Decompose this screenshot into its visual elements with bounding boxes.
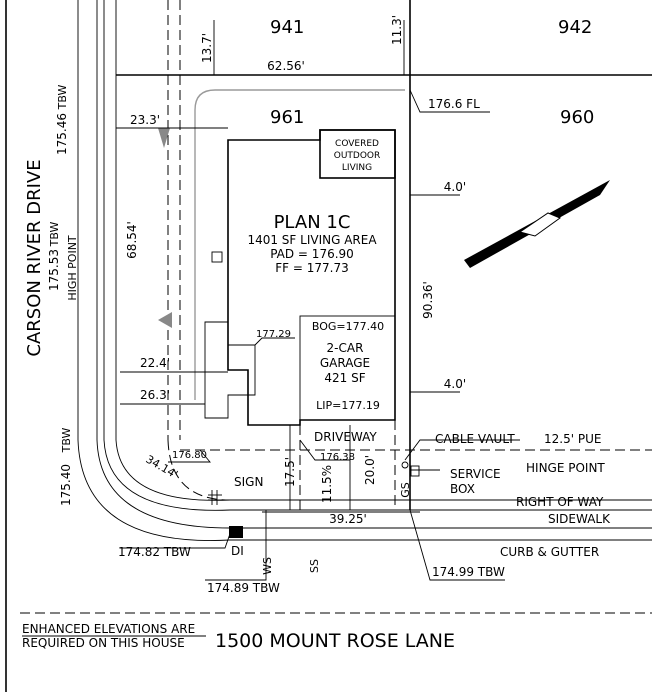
tbw-17553: 175.53: [47, 249, 61, 291]
dim-68-54: 68.54': [125, 221, 139, 259]
dim-26-3: 26.3': [140, 388, 170, 402]
dim-4-0-top: 4.0': [444, 180, 466, 194]
pue-label: 12.5' PUE: [544, 432, 601, 446]
equipment-pad: [211, 251, 223, 263]
service-box-symbol: [410, 465, 420, 477]
cable-vault-label: CABLE VAULT: [435, 432, 515, 446]
driveway-lines: [299, 420, 396, 510]
cable-vault-symbol: [401, 461, 409, 469]
street-name-front: 1500 MOUNT ROSE LANE: [215, 630, 455, 652]
ws-label: WS: [261, 557, 274, 575]
lot-941: 941: [270, 17, 304, 38]
service-box-label-2: BOX: [450, 482, 475, 496]
dim-90-36: 90.36': [421, 281, 435, 319]
dim-13-7: 13.7': [200, 33, 214, 63]
elev-176-80: 176.80: [172, 450, 207, 461]
dim-39-25: 39.25': [329, 512, 367, 526]
elev-174-89: 174.89 TBW: [207, 581, 280, 595]
setback-line: [194, 89, 405, 400]
tbw-17540: 175.40: [59, 464, 73, 506]
living-area: 1401 SF LIVING AREA: [247, 233, 377, 247]
covered-outdoor-living: [319, 129, 396, 179]
elev-174-82: 174.82 TBW: [118, 545, 191, 559]
sign-label: SIGN: [234, 475, 263, 489]
curb-gutter-label: CURB & GUTTER: [500, 545, 599, 559]
fl-elevation: 176.6 FL: [428, 97, 480, 111]
ff-elevation: FF = 177.73: [275, 261, 348, 275]
street-name-side: CARSON RIVER DRIVE: [24, 159, 45, 356]
porch: [204, 321, 256, 419]
outdoor-line1: COVERED: [335, 139, 379, 149]
lip-elevation: LIP=177.19: [316, 399, 380, 412]
high-point-label: HIGH POINT: [66, 235, 79, 301]
dimension-lines: [116, 20, 460, 513]
driveway-label: DRIVEWAY: [314, 430, 377, 444]
dim-11-3: 11.3': [390, 15, 404, 45]
garage-area: [299, 315, 396, 421]
dim-23-3: 23.3': [130, 113, 160, 127]
pad-elevation: PAD = 176.90: [270, 247, 354, 261]
drain-inlet-symbol: [229, 526, 243, 538]
sidewalk-label: SIDEWALK: [548, 512, 611, 526]
right-of-way-label: RIGHT OF WAY: [516, 495, 604, 509]
tbw-17553-word: TBW: [48, 222, 61, 248]
garage-line2: GARAGE: [320, 356, 370, 370]
tbw-17546-word: TBW: [56, 85, 69, 111]
drainage-arrow-bottom: [158, 312, 172, 328]
hinge-point-label: HINGE POINT: [526, 461, 605, 475]
lot-960: 960: [560, 107, 594, 128]
dim-slope: 11.5%: [320, 465, 334, 503]
elev-176-38: 176.38: [320, 452, 355, 463]
leader-lines: [120, 89, 520, 581]
tbw-17540-word: TBW: [60, 428, 73, 454]
tbw-17546: 175.46: [55, 113, 69, 155]
outdoor-line2: OUTDOOR: [334, 151, 381, 161]
plan-name: PLAN 1C: [274, 212, 351, 233]
lot-961: 961: [270, 107, 304, 128]
ss-label: SS: [308, 559, 321, 573]
note-line1: ENHANCED ELEVATIONS ARE: [22, 622, 195, 636]
note-line2: REQUIRED ON THIS HOUSE: [22, 636, 185, 650]
north-arrow-icon: [464, 180, 610, 268]
lot-942: 942: [558, 17, 592, 38]
elev-177-29: 177.29: [256, 329, 291, 340]
dim-17-5: 17.5': [283, 457, 297, 487]
di-label: DI: [231, 544, 244, 558]
gs-label: GS: [399, 482, 412, 498]
dim-20-0: 20.0': [363, 455, 377, 485]
garage-line1: 2-CAR: [327, 341, 364, 355]
house-footprint: [204, 129, 396, 426]
dim-4-0-bottom: 4.0': [444, 377, 466, 391]
garage-area-label: 421 SF: [324, 371, 365, 385]
dim-62-56: 62.56': [267, 59, 305, 73]
dim-22-4: 22.4': [140, 356, 170, 370]
elev-174-99: 174.99 TBW: [432, 565, 505, 579]
outdoor-line3: LIVING: [342, 163, 372, 173]
drainage-arrow-top: [158, 128, 170, 148]
bog-elevation: BOG=177.40: [312, 320, 384, 333]
service-box-label-1: SERVICE: [450, 467, 501, 481]
sign-symbol: [208, 490, 222, 505]
